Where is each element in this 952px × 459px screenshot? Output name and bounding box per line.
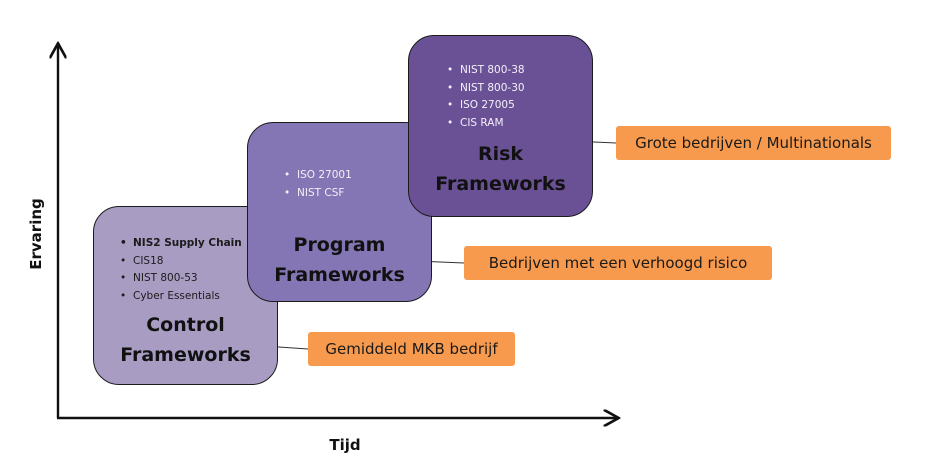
risk-frameworks-box: NIST 800-38 NIST 800-30 ISO 27005 CIS RA… — [408, 35, 593, 217]
list-item: NIST 800-53 — [120, 270, 242, 288]
risk-frameworks-list: NIST 800-38 NIST 800-30 ISO 27005 CIS RA… — [447, 62, 525, 132]
list-item: NIST 800-38 — [447, 62, 525, 80]
title-line: Program — [293, 234, 386, 256]
title-line: Control — [146, 314, 225, 336]
program-frameworks-box: ISO 27001 NIST CSF Program Frameworks — [247, 122, 432, 302]
control-frameworks-title: Control Frameworks — [94, 310, 277, 370]
list-item: Cyber Essentials — [120, 288, 242, 306]
x-axis-label: Tijd — [329, 436, 361, 454]
control-frameworks-list: NIS2 Supply Chain CIS18 NIST 800-53 Cybe… — [120, 235, 242, 305]
title-line: Frameworks — [274, 264, 405, 286]
list-item: NIS2 Supply Chain — [120, 235, 242, 253]
list-item: NIST 800-30 — [447, 80, 525, 98]
tag-verhoogd-risico: Bedrijven met een verhoogd risico — [464, 246, 772, 280]
risk-frameworks-title: Risk Frameworks — [409, 139, 592, 199]
title-line: Risk — [477, 143, 524, 165]
program-frameworks-title: Program Frameworks — [248, 230, 431, 290]
y-axis-label: Ervaring — [27, 198, 45, 270]
tag-gemiddeld-mkb: Gemiddeld MKB bedrijf — [308, 332, 515, 366]
list-item: ISO 27001 — [284, 167, 352, 185]
list-item: ISO 27005 — [447, 97, 525, 115]
control-frameworks-box: NIS2 Supply Chain CIS18 NIST 800-53 Cybe… — [93, 206, 278, 385]
tag-grote-bedrijven: Grote bedrijven / Multinationals — [616, 126, 891, 160]
program-frameworks-list: ISO 27001 NIST CSF — [284, 167, 352, 202]
title-line: Frameworks — [435, 173, 566, 195]
list-item: NIST CSF — [284, 185, 352, 203]
list-item: CIS RAM — [447, 115, 525, 133]
list-item: CIS18 — [120, 253, 242, 271]
title-line: Frameworks — [120, 344, 251, 366]
